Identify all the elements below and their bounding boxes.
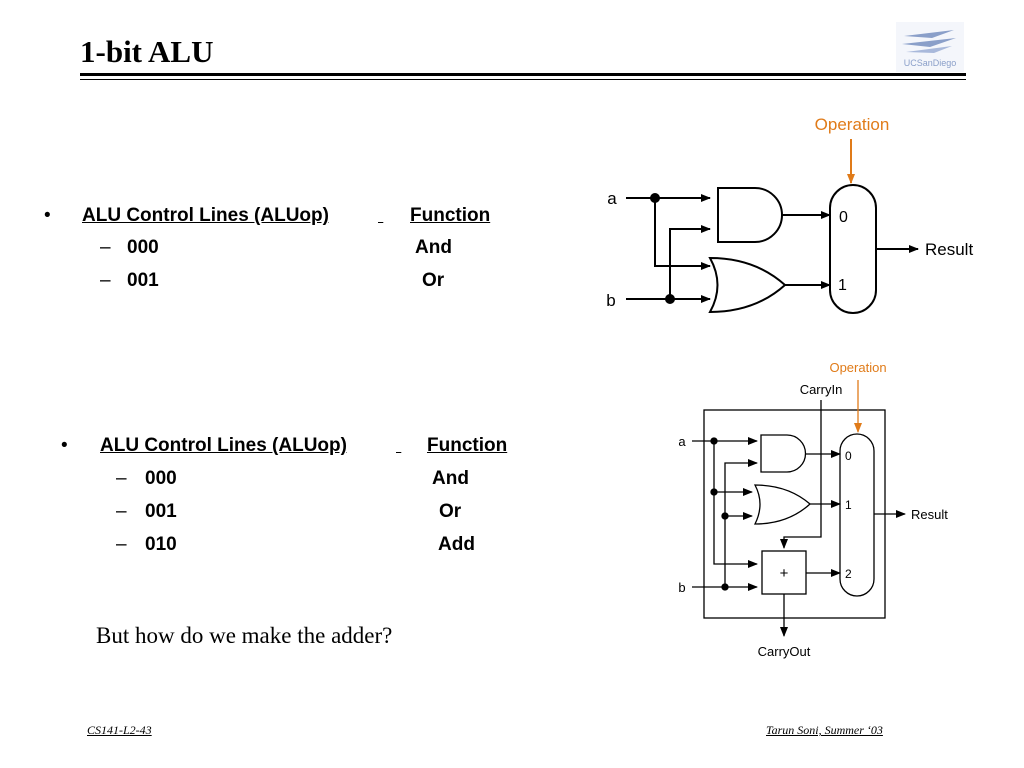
title-rule-thick [80, 73, 966, 76]
d2-junction-b2 [721, 512, 729, 520]
footer-course-id: CS141-L2-43 [87, 723, 152, 737]
table1-row1-function: And [415, 237, 452, 258]
d2-or-gate [753, 484, 811, 525]
adder-question: But how do we make the adder? [96, 623, 393, 648]
bullet-1: • [44, 205, 51, 226]
d2-and-gate [760, 434, 807, 473]
footer-author: Tarun Soni, Summer ‘03 [766, 723, 883, 737]
table2-row1-function: And [432, 468, 469, 489]
table1-header-col1: ALU Control Lines (ALUop) [82, 205, 329, 226]
dash: – [100, 270, 111, 291]
d1-input-b: b [606, 291, 615, 310]
d1-wire-a-or [654, 198, 711, 270]
d1-wire-b-and [669, 225, 711, 299]
logo-text: UCSanDiego [904, 58, 957, 68]
d2-carryin-wire [780, 400, 822, 549]
d2-input-b: b [678, 580, 685, 595]
table2-header-col2: Function [427, 435, 508, 456]
d2-wire-b-and [724, 459, 758, 587]
d1-mux-in1: 1 [838, 277, 847, 294]
table2-header-col1: ALU Control Lines (ALUop) [100, 435, 347, 456]
table1-row2-code: 001 [127, 270, 159, 291]
d2-carryin-label: CarryIn [800, 382, 843, 397]
title-rule-thin [80, 79, 966, 80]
table2-row2-function: Or [439, 501, 462, 522]
d2-mux-in1: 1 [845, 498, 852, 512]
d1-result-label: Result [925, 240, 973, 259]
d2-mux [839, 433, 875, 597]
table2-row3-function: Add [438, 534, 475, 555]
slide-title: 1-bit ALU [80, 34, 214, 69]
d2-adder-symbol: + [780, 565, 789, 582]
table2-row3-code: 010 [145, 534, 177, 555]
d2-carryout-label: CarryOut [758, 644, 811, 659]
table1-row1-code: 000 [127, 237, 159, 258]
d2-wire-a-add [713, 441, 758, 568]
dash: – [100, 237, 111, 258]
d1-mux [829, 184, 877, 314]
ucsd-logo: UCSanDiego [896, 22, 964, 72]
dash: – [116, 468, 127, 489]
d2-input-a: a [678, 434, 686, 449]
d2-mux-in0: 0 [845, 449, 852, 463]
d2-result-label: Result [911, 507, 948, 522]
table2-row2-code: 001 [145, 501, 177, 522]
d1-mux-in0: 0 [839, 209, 848, 226]
dash: – [116, 534, 127, 555]
d1-operation-label: Operation [815, 115, 890, 134]
table2-row1-code: 000 [145, 468, 177, 489]
diagram2: Operation CarryIn a b + CarryOut 0 [678, 360, 948, 659]
d2-mux-in2: 2 [845, 567, 852, 581]
diagram1: Operation a b 0 1 Result [606, 115, 973, 314]
d2-operation-label: Operation [829, 360, 886, 375]
table1-row2-function: Or [422, 270, 445, 291]
d1-and-gate [717, 187, 783, 243]
d2-junction-a2 [710, 488, 718, 496]
d1-input-a: a [607, 189, 617, 208]
dash: – [116, 501, 127, 522]
table1-header-col2: Function [410, 205, 491, 226]
bullet-2: • [61, 435, 68, 456]
d1-or-gate [708, 256, 787, 314]
